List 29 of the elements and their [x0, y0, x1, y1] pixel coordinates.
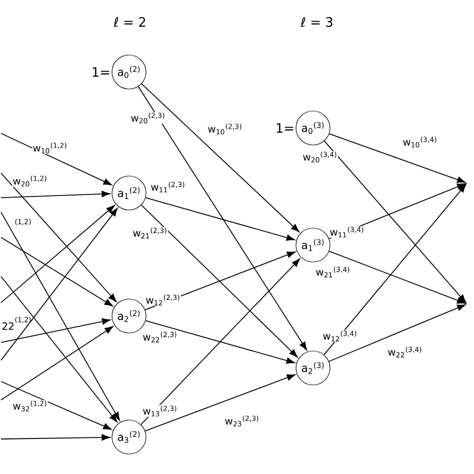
layer-label: ℓ = 3: [300, 17, 332, 27]
weight-label: 22: [2, 322, 14, 330]
arrow: [0, 276, 118, 422]
arrow: [328, 304, 466, 362]
arrow: [145, 197, 295, 241]
arrow: [144, 374, 296, 432]
arrow: [0, 434, 110, 441]
arrow: [0, 205, 115, 304]
arrow: [324, 140, 466, 303]
bias-label: 1=: [92, 67, 110, 77]
arrow: [0, 132, 112, 186]
arrow: [0, 381, 112, 430]
bias-label: 1=: [276, 123, 294, 133]
arrow: [328, 250, 466, 304]
arrow: [0, 318, 111, 343]
layer-label: ℓ = 2: [113, 17, 146, 27]
arrow: [0, 326, 114, 400]
arrow: [0, 172, 117, 302]
arrow: [0, 236, 114, 306]
arrow: [140, 204, 298, 358]
arrow: [141, 83, 300, 232]
arrow: [138, 86, 308, 350]
arrow: [140, 258, 300, 425]
arrow: [0, 212, 120, 421]
arrow: [324, 184, 466, 356]
arrow: [0, 208, 118, 361]
arrow: [328, 133, 466, 183]
arrow: [0, 190, 110, 198]
arrow: [145, 320, 295, 364]
